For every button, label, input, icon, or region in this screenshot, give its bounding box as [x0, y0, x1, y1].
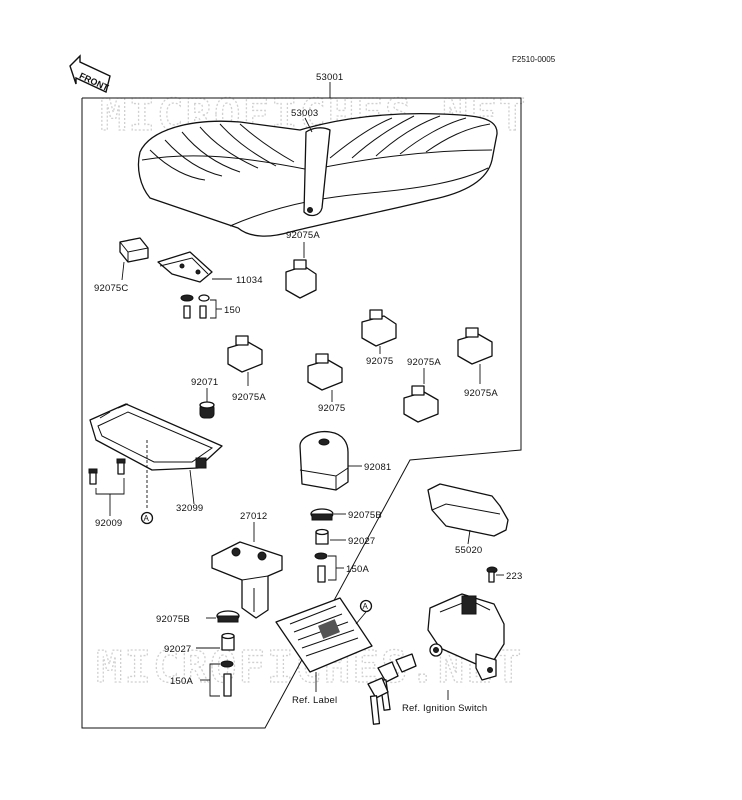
- bolt-150A-2: 150A: [170, 660, 234, 697]
- label-92075B-2: 92075B: [156, 614, 190, 625]
- label-92075A-1: 92075A: [286, 230, 320, 241]
- label-27012: 27012: [240, 511, 267, 522]
- damper-92075A-3: 92075A: [403, 357, 441, 423]
- callout-a-2: A: [355, 599, 373, 625]
- label-92075A-3: 92075A: [464, 388, 498, 399]
- label-92027-1: 92027: [348, 536, 375, 547]
- ref-label-sheet: Ref. Label: [275, 597, 373, 706]
- label-53001: 53001: [316, 72, 343, 83]
- ignition-switch: Ref. Ignition Switch: [402, 593, 505, 714]
- case-32099: 32099: [89, 403, 223, 514]
- bolts-150: 150: [180, 294, 240, 319]
- screw-223: 223: [486, 566, 522, 583]
- callout-a-1-text: A: [144, 514, 150, 523]
- bracket-11034: 11034: [157, 251, 263, 286]
- label-92075C: 92075C: [94, 283, 128, 294]
- damper-92075A-2: 92075A: [457, 327, 498, 399]
- grommet-92071: 92071: [191, 377, 218, 419]
- cover-55020: 55020: [427, 483, 509, 556]
- callout-a-1: A: [140, 511, 154, 525]
- damper-92075-2: 92075: [307, 353, 345, 414]
- damper-92075C: 92075C: [94, 237, 149, 294]
- label-150: 150: [224, 305, 240, 316]
- label-92027-2: 92027: [164, 644, 191, 655]
- damper-92075A-1: 92075A: [285, 230, 320, 299]
- assembly-frame: [81, 97, 522, 729]
- label-223: 223: [506, 571, 522, 582]
- label-150A-2: 150A: [170, 676, 193, 687]
- bracket-92081: 92081: [299, 430, 391, 491]
- label-32099: 32099: [176, 503, 203, 514]
- seat-strap-53003: 53003: [291, 108, 331, 217]
- collar-92027-2: 92027: [164, 632, 235, 655]
- damper-92075A-4: 92075A: [227, 335, 266, 403]
- label-11034: 11034: [236, 275, 263, 286]
- label-92009: 92009: [95, 518, 122, 529]
- collar-92027-1: 92027: [315, 528, 375, 547]
- label-53003: 53003: [291, 108, 318, 119]
- label-92075B-1: 92075B: [348, 510, 382, 521]
- label-92071: 92071: [191, 377, 218, 388]
- bracket-27012: 27012: [211, 511, 283, 619]
- screws-92009: 92009: [88, 458, 126, 529]
- bolt-150A-1: 150A: [314, 552, 369, 583]
- label-92075A-2: 92075A: [407, 357, 441, 368]
- keys: [367, 653, 417, 725]
- label-55020: 55020: [455, 545, 482, 556]
- front-arrow-icon: FRONT: [69, 54, 111, 93]
- label-92081: 92081: [364, 462, 391, 473]
- label-ref-ignition: Ref. Ignition Switch: [402, 703, 487, 714]
- label-150A-1: 150A: [346, 564, 369, 575]
- label-92075-1: 92075: [366, 356, 393, 367]
- label-92075-2: 92075: [318, 403, 345, 414]
- callout-a-2-text: A: [363, 602, 369, 611]
- grommet-92075B-2: 92075B: [156, 610, 240, 625]
- label-ref-label: Ref. Label: [292, 695, 337, 706]
- damper-92075-1: 92075: [361, 309, 397, 367]
- grommet-92075B-1: 92075B: [310, 508, 382, 521]
- label-92075A-4: 92075A: [232, 392, 266, 403]
- diagram-code: F2510-0005: [512, 55, 556, 64]
